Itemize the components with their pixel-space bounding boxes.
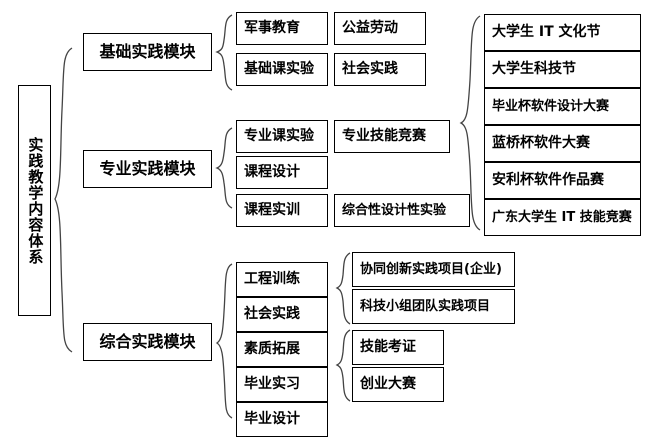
competition-node-anlibei-software-works-label: 安利杯软件作品赛 [492,172,604,189]
leaf-node-public-welfare-labor-label: 公益劳动 [342,20,398,37]
competition-node-anlibei-software-works[interactable]: 安利杯软件作品赛 [484,162,641,199]
branch-node-comprehensive-design-experiment-label: 综合性设计性实验 [342,202,447,218]
leaf-node-graduation-design[interactable]: 毕业设计 [236,402,328,437]
competition-node-it-culture-festival[interactable]: 大学生 IT 文化节 [484,14,641,51]
module-node-basic[interactable]: 基础实践模块 [83,33,212,71]
extra-node-entrepreneurship-competition-label: 创业大赛 [360,376,416,393]
leaf-node-social-practice-basic[interactable]: 社会实践 [334,53,426,86]
competition-node-science-technology-festival[interactable]: 大学生科技节 [484,51,641,88]
project-node-collaborative-innovation[interactable]: 协同创新实践项目(企业) [352,252,515,287]
leaf-node-engineering-training[interactable]: 工程训练 [236,262,328,297]
leaf-node-graduation-internship-label: 毕业实习 [244,376,300,393]
competition-node-it-culture-festival-label: 大学生 IT 文化节 [492,24,601,41]
leaf-node-professional-course-experiment[interactable]: 专业课实验 [236,120,328,153]
extra-node-skill-certification-label: 技能考证 [360,339,416,356]
leaf-node-social-practice-comprehensive[interactable]: 社会实践 [236,297,328,332]
competition-node-biyebei-software-design-label: 毕业杯软件设计大赛 [492,98,610,114]
project-node-tech-group-team[interactable]: 科技小组团队实践项目 [352,289,515,324]
leaf-node-social-practice-basic-label: 社会实践 [342,61,398,78]
leaf-node-quality-development[interactable]: 素质拓展 [236,332,328,367]
leaf-node-military-education-label: 军事教育 [244,20,300,37]
branch-node-professional-skill-competition-label: 专业技能竞赛 [342,128,426,145]
brace-comprehensive-to-children [215,263,233,419]
module-node-professional[interactable]: 专业实践模块 [83,150,212,188]
module-node-basic-label: 基础实践模块 [99,41,196,61]
competition-node-lanqiaobei-software[interactable]: 蓝桥杯软件大赛 [484,125,641,162]
brace-extras [335,329,351,402]
module-node-comprehensive[interactable]: 综合实践模块 [83,323,212,361]
leaf-node-course-training[interactable]: 课程实训 [236,194,328,227]
leaf-node-engineering-training-label: 工程训练 [244,271,300,288]
competition-node-lanqiaobei-software-label: 蓝桥杯软件大赛 [492,135,590,152]
leaf-node-graduation-internship[interactable]: 毕业实习 [236,367,328,402]
competition-node-science-technology-festival-label: 大学生科技节 [492,61,576,78]
brace-basic-to-children [215,14,233,91]
leaf-node-basic-course-experiment-label: 基础课实验 [244,61,314,78]
extra-node-skill-certification[interactable]: 技能考证 [352,330,444,365]
leaf-node-graduation-design-label: 毕业设计 [244,411,300,428]
project-node-collaborative-innovation-label: 协同创新实践项目(企业) [360,261,502,277]
module-node-professional-label: 专业实践模块 [99,158,196,178]
competition-node-guangdong-it-skill[interactable]: 广东大学生 IT 技能竞赛 [484,199,641,236]
leaf-node-professional-course-experiment-label: 专业课实验 [244,128,314,145]
root-node-label: 实践教学内容体系 [26,136,45,265]
module-node-comprehensive-label: 综合实践模块 [99,331,196,351]
project-node-tech-group-team-label: 科技小组团队实践项目 [360,298,491,314]
branch-node-comprehensive-design-experiment[interactable]: 综合性设计性实验 [334,194,470,227]
brace-root-to-modules [54,47,73,353]
competition-node-guangdong-it-skill-label: 广东大学生 IT 技能竞赛 [492,209,632,225]
leaf-node-course-design[interactable]: 课程设计 [236,156,328,189]
leaf-node-course-training-label: 课程实训 [244,202,300,219]
extra-node-entrepreneurship-competition[interactable]: 创业大赛 [352,367,444,402]
branch-node-professional-skill-competition[interactable]: 专业技能竞赛 [334,120,450,153]
brace-projects [335,252,351,325]
leaf-node-military-education[interactable]: 军事教育 [236,12,328,45]
competition-node-biyebei-software-design[interactable]: 毕业杯软件设计大赛 [484,88,641,125]
root-node[interactable]: 实践教学内容体系 [18,85,51,316]
leaf-node-course-design-label: 课程设计 [244,164,300,181]
leaf-node-basic-course-experiment[interactable]: 基础课实验 [236,53,328,86]
brace-professional-to-children [215,127,233,209]
leaf-node-quality-development-label: 素质拓展 [244,341,300,358]
leaf-node-public-welfare-labor[interactable]: 公益劳动 [334,12,426,45]
leaf-node-social-practice-comprehensive-label: 社会实践 [244,306,300,323]
